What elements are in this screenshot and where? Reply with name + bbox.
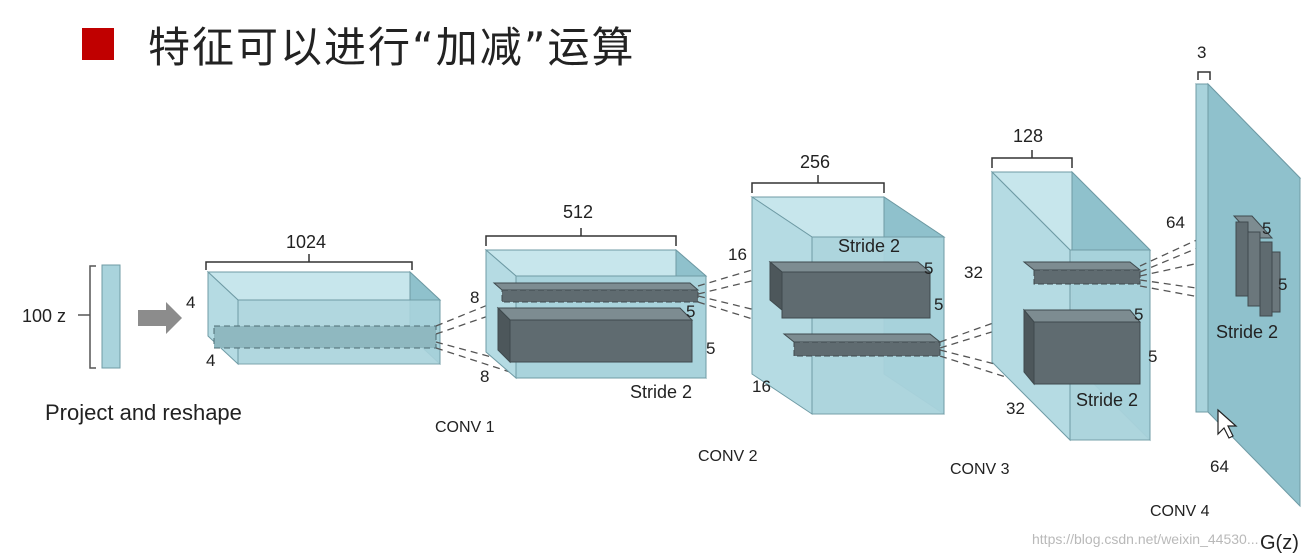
conv2-kernel-top xyxy=(768,261,932,273)
block-1024: 1024 4 4 xyxy=(186,232,442,370)
conv3-name: CONV 3 xyxy=(950,461,1010,478)
conv2-kernel xyxy=(781,271,931,319)
conv1-stride-label: Stride 2 xyxy=(630,382,692,402)
conv2-height-label: 16 xyxy=(728,245,747,264)
conv1-depth-label: 8 xyxy=(480,367,489,386)
conv2-stride-label: Stride 2 xyxy=(838,236,900,256)
block0-height-label: 4 xyxy=(186,293,195,312)
mouse-cursor-icon xyxy=(1217,408,1238,439)
project-reshape-caption: Project and reshape xyxy=(45,400,242,425)
conv4-kernel xyxy=(1235,221,1249,297)
conv1-block: 512 8 8 5 5 Stride 2 CONV 1 xyxy=(435,202,715,436)
conv3-kernel-h: 5 xyxy=(1134,305,1143,324)
conv1-width-label: 512 xyxy=(563,202,593,222)
conv1-kernel-h: 5 xyxy=(686,302,695,321)
conv4-kernel-w: 5 xyxy=(1278,275,1287,294)
block0-depth-label: 4 xyxy=(206,351,215,370)
bullet-square xyxy=(82,28,114,60)
conv3-width-label: 128 xyxy=(1013,126,1043,146)
block0-slice xyxy=(213,325,437,349)
conv3-kernel xyxy=(1033,321,1141,385)
output-label: G(z) xyxy=(1260,532,1299,554)
conv2-depth-label: 16 xyxy=(752,377,771,396)
block0-width-label: 1024 xyxy=(286,232,326,252)
conv3-block: 128 32 32 5 5 Stride 2 CONV 3 xyxy=(950,126,1157,478)
input-bracket xyxy=(89,265,96,369)
conv2-width-label: 256 xyxy=(800,152,830,172)
conv1-kernel-top xyxy=(496,307,694,321)
conv4-block: 3 64 64 5 5 Stride 2 CONV 4 G(z) xyxy=(1150,43,1302,554)
conv3-height-label: 32 xyxy=(964,263,983,282)
title-row: 特征可以进行“加减”运算 xyxy=(82,14,636,74)
conv2-kernel-w: 5 xyxy=(934,295,943,314)
conv1-kernel xyxy=(509,319,693,363)
conv2-name: CONV 2 xyxy=(698,448,758,465)
conv4-channels-label: 3 xyxy=(1197,43,1206,62)
conv4-name: CONV 4 xyxy=(1150,503,1210,520)
input-dim-label: 100 z xyxy=(22,306,66,326)
conv2-block: 256 16 16 5 5 Stride 2 CONV 2 xyxy=(698,152,946,465)
watermark: https://blog.csdn.net/weixin_44530... xyxy=(1032,531,1258,547)
input-z: 100 z Project and reshape xyxy=(22,264,242,425)
project-arrow xyxy=(138,302,182,334)
conv3-kernel-w: 5 xyxy=(1148,347,1157,366)
conv3-kernel-top xyxy=(1022,309,1142,323)
conv1-height-label: 8 xyxy=(470,288,479,307)
slide-title: 特征可以进行“加减”运算 xyxy=(148,22,636,72)
conv4-depth-label: 64 xyxy=(1210,457,1229,476)
conv1-kernel-w: 5 xyxy=(706,339,715,358)
z-vector xyxy=(101,264,121,369)
conv4-kernel-h: 5 xyxy=(1262,219,1271,238)
conv4-height-label: 64 xyxy=(1166,213,1185,232)
conv3-stride-label: Stride 2 xyxy=(1076,390,1138,410)
conv2-kernel-h: 5 xyxy=(924,259,933,278)
conv1-name: CONV 1 xyxy=(435,419,495,436)
conv4-stride-label: Stride 2 xyxy=(1216,322,1278,342)
conv3-depth-label: 32 xyxy=(1006,399,1025,418)
